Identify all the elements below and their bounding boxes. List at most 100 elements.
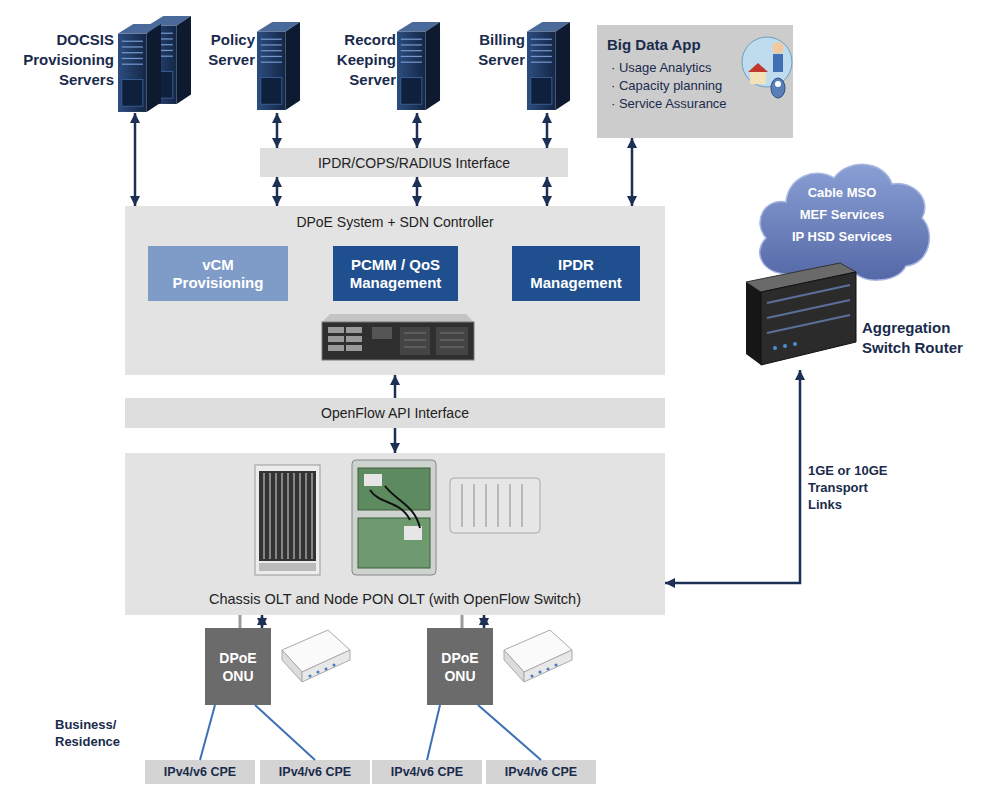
- onu-device-picture: [504, 650, 524, 682]
- cpe-box: IPv4/v6 CPE: [145, 760, 255, 784]
- onu-box: DPoE ONU: [427, 628, 493, 705]
- node-text: IPv4/v6 CPE: [391, 764, 463, 780]
- node-text: DPoE System + SDN Controller: [125, 213, 665, 231]
- node-text: · Service Assurance: [607, 95, 739, 113]
- server-tower-icon: [118, 16, 570, 112]
- node-text: PCMM / QoS Management: [344, 256, 448, 292]
- router-picture: [767, 315, 850, 333]
- onu-device-picture: [282, 630, 350, 672]
- node-text: DPoE ONU: [434, 649, 486, 685]
- router-label: Aggregation Switch Router: [745, 256, 970, 370]
- onu-device-picture: [333, 664, 336, 667]
- node-text: Cable MSO: [808, 182, 877, 204]
- link-line: [200, 705, 215, 760]
- router-picture: [783, 344, 787, 348]
- node-text: IP HSD Services: [792, 226, 892, 248]
- connector-arrow: [394, 428, 397, 453]
- onu-device-picture: [309, 675, 312, 678]
- connector-arrow: [546, 113, 549, 148]
- function-box: IPDR Management: [512, 246, 640, 301]
- link-line: [427, 705, 440, 760]
- node-text: DOCSIS Provisioning Servers: [14, 30, 114, 90]
- onu-device-picture: [547, 668, 550, 671]
- node-text: MEF Services: [800, 204, 885, 226]
- fiber-line: [461, 615, 464, 628]
- server-label: Billing Server: [465, 18, 574, 113]
- server-label: Record Keeping Server: [328, 18, 444, 113]
- router-picture: [767, 300, 850, 318]
- onu-device-picture: [539, 671, 542, 674]
- cpe-box: IPv4/v6 CPE: [372, 760, 482, 784]
- router-picture: [773, 342, 797, 350]
- router-picture: [761, 272, 856, 365]
- interface-band: IPDR/COPS/RADIUS Interface: [260, 148, 568, 177]
- interface-band: OpenFlow API Interface: [125, 398, 665, 428]
- connector-arrow: [631, 138, 634, 206]
- link-line: [255, 705, 315, 760]
- node-text: IPDR/COPS/RADIUS Interface: [318, 154, 510, 172]
- service-cloud: Cable MSOMEF ServicesIP HSD Services: [748, 150, 936, 290]
- onu-device-picture: [524, 650, 572, 682]
- onu-box: DPoE ONU: [205, 628, 271, 705]
- system-panel: DPoE System + SDN Controller vCM Provisio…: [125, 206, 665, 375]
- onu-device-picture: [317, 671, 320, 674]
- link-line: [478, 705, 541, 760]
- connector-arrow: [276, 177, 279, 206]
- node-text: IPDR Management: [524, 256, 628, 292]
- server-tower-icon: [118, 24, 161, 112]
- node-text: Billing Server: [467, 30, 525, 70]
- connector-arrow: [416, 113, 419, 148]
- connector-arrow: [261, 615, 264, 628]
- node-text: Aggregation Switch Router: [862, 318, 970, 358]
- edge-label: 1GE or 10GE Transport Links: [808, 462, 900, 513]
- node-text: Big Data App: [607, 34, 735, 56]
- fiber-line: [240, 615, 462, 628]
- cpe-box: IPv4/v6 CPE: [486, 760, 596, 784]
- node-text: IPv4/v6 CPE: [505, 764, 577, 780]
- node-text: Record Keeping Server: [330, 30, 396, 90]
- router-picture: [793, 342, 797, 346]
- function-box: PCMM / QoS Management: [333, 246, 458, 301]
- function-box: vCM Provisioning: [148, 246, 288, 301]
- app-box: Big Data App · Usage Analytics· Capacity …: [597, 25, 793, 138]
- connector-arrow: [134, 113, 137, 206]
- server-tower-icon: [527, 22, 570, 110]
- router-picture: [746, 282, 761, 365]
- node-text: Policy Server: [197, 30, 255, 70]
- onu-device-picture: [282, 650, 302, 682]
- node-text: DPoE ONU: [212, 649, 264, 685]
- node-text: · Usage Analytics: [607, 59, 739, 77]
- server-tower-icon: [257, 22, 300, 110]
- onu-device-picture: [302, 650, 350, 682]
- fiber-line: [239, 615, 242, 628]
- server-tower-icon: [148, 16, 191, 104]
- connector-arrow: [483, 615, 486, 628]
- router-picture: [767, 285, 850, 303]
- node-text: IPv4/v6 CPE: [279, 764, 351, 780]
- connector-arrow: [416, 177, 419, 206]
- router-picture: [767, 285, 850, 333]
- onu-device-picture: [325, 668, 328, 671]
- connector-arrow: [665, 370, 800, 583]
- onu-device-picture: [531, 675, 534, 678]
- router-picture: [773, 346, 777, 350]
- side-label: Business/ Residence: [55, 716, 137, 750]
- node-text: IPv4/v6 CPE: [164, 764, 236, 780]
- server-tower-icon: [397, 22, 440, 110]
- olt-panel: Chassis OLT and Node PON OLT (with OpenF…: [125, 453, 665, 615]
- node-text: Chassis OLT and Node PON OLT (with OpenF…: [209, 590, 581, 608]
- server-label: Policy Server: [195, 18, 304, 113]
- onu-device-picture: [309, 664, 336, 678]
- node-text: vCM Provisioning: [162, 256, 274, 292]
- node-text: OpenFlow API Interface: [321, 404, 469, 422]
- onu-device-picture: [504, 630, 572, 672]
- onu-device-picture: [555, 664, 558, 667]
- connector-arrow: [394, 375, 397, 398]
- connector-arrow: [546, 177, 549, 206]
- node-text: · Capacity planning: [607, 77, 739, 95]
- cpe-box: IPv4/v6 CPE: [260, 760, 370, 784]
- cloud-outline: [760, 164, 930, 283]
- connector-arrow: [276, 113, 279, 148]
